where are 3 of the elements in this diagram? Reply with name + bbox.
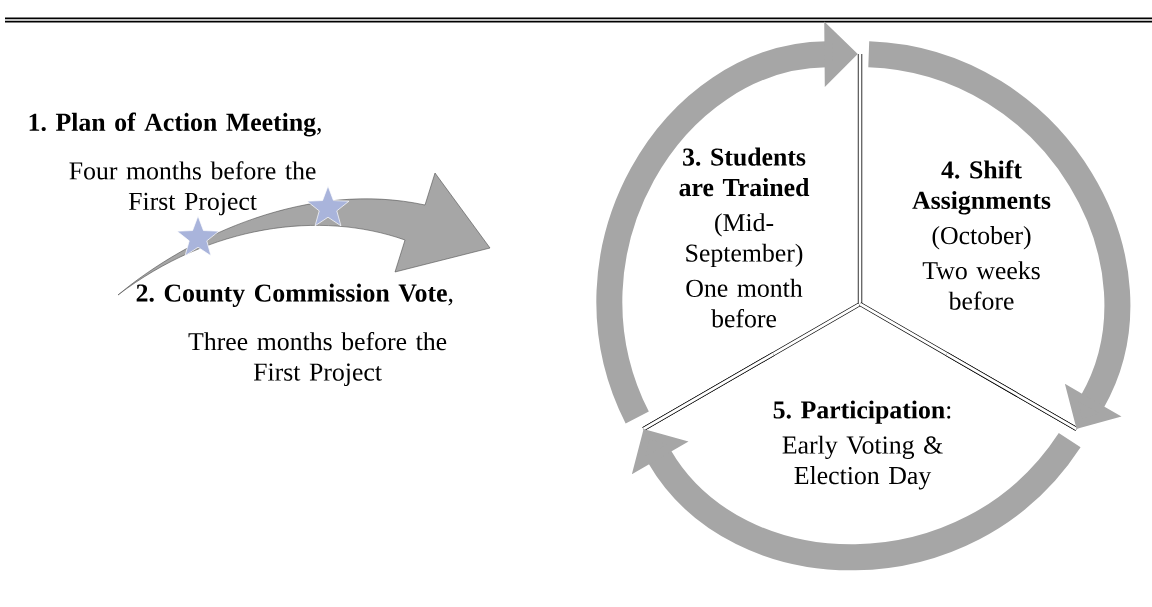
cycle-sector: 5. Participation: Early Voting & Election Day (642, 352, 1078, 490)
step-label: 1. Plan of Action Meeting, Four months before the First Project (29, 112, 321, 216)
step-label: 2. County Commission Vote, Three months before the First Project (136, 283, 453, 386)
